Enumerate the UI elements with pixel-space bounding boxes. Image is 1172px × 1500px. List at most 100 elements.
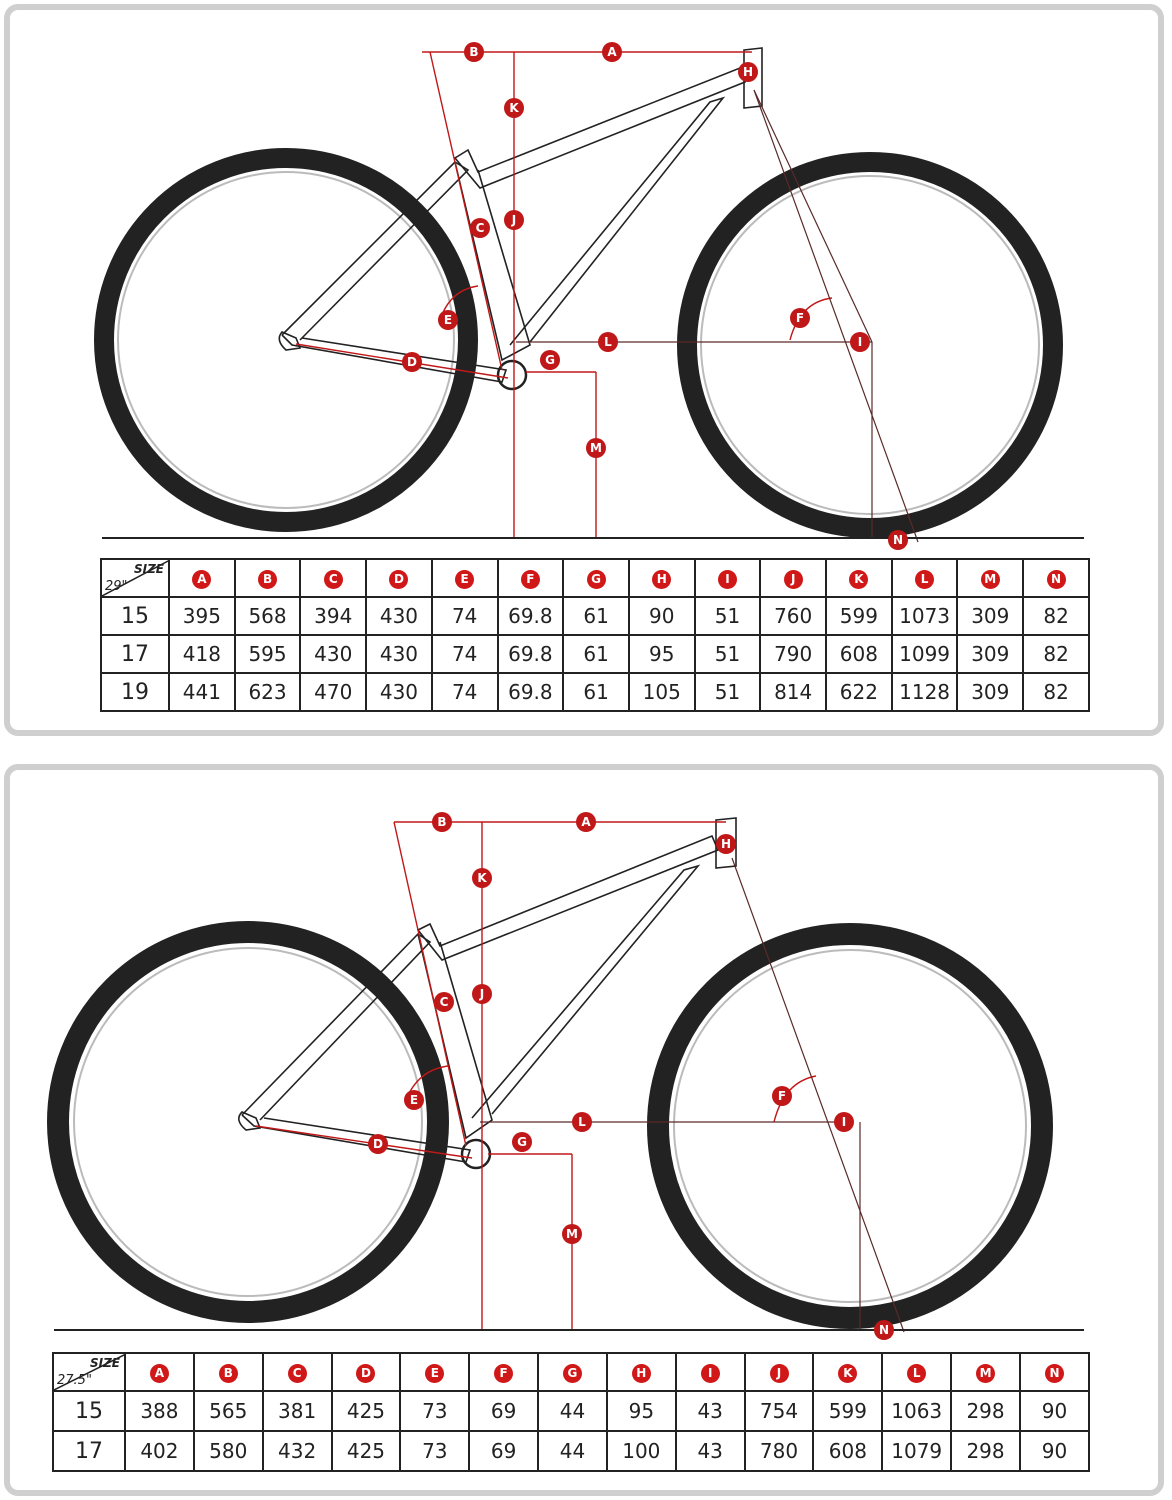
value-g: 61 <box>562 596 630 636</box>
value-l: 1063 <box>881 1390 953 1432</box>
col-header-b: B <box>192 1352 264 1392</box>
value-e: 73 <box>399 1430 471 1472</box>
value-f: 69 <box>468 1430 540 1472</box>
value-a: 418 <box>168 634 236 674</box>
marker-c: C <box>470 218 490 238</box>
value-h: 105 <box>627 672 696 712</box>
rear-wheel <box>47 921 449 1323</box>
svg-text:K: K <box>509 101 519 115</box>
diagonal-divider <box>55 1355 123 1389</box>
col-header-h: H <box>627 558 696 598</box>
svg-text:H: H <box>743 65 753 79</box>
diagonal-divider <box>103 561 167 595</box>
col-header-j: J <box>759 558 828 598</box>
col-header-d: D <box>365 558 433 598</box>
value-m: 298 <box>950 1430 1021 1472</box>
row-size-label: 17 <box>52 1430 126 1472</box>
svg-text:N: N <box>893 533 903 547</box>
col-header-a: A <box>168 558 236 598</box>
marker-g: G <box>512 1132 532 1152</box>
dark-reference-lines <box>516 89 919 543</box>
value-l: 1128 <box>890 672 959 712</box>
marker-h: H <box>716 834 736 854</box>
dimension-lines <box>255 821 817 1330</box>
bike-geometry-diagram-29: A B C D E F G H I J K L M N <box>94 42 1084 550</box>
rear-wheel-inner <box>73 947 423 1297</box>
value-b: 568 <box>233 596 302 636</box>
value-i: 43 <box>674 1390 746 1432</box>
value-g: 44 <box>537 1390 608 1432</box>
value-j: 754 <box>743 1390 815 1432</box>
value-i: 51 <box>693 672 762 712</box>
marker-a: A <box>602 42 622 62</box>
svg-text:G: G <box>545 353 555 367</box>
svg-text:M: M <box>566 1227 578 1241</box>
marker-a: A <box>576 812 596 832</box>
svg-text:L: L <box>604 335 612 349</box>
rear-wheel-inner <box>117 171 455 509</box>
value-k: 608 <box>812 1430 884 1472</box>
svg-text:A: A <box>607 45 617 59</box>
svg-text:J: J <box>511 213 516 227</box>
table-header-row: SIZE 27.5" A B C D E F G H I J K L M N <box>52 1352 1091 1392</box>
value-m: 309 <box>956 634 1025 674</box>
col-header-n: N <box>1022 558 1090 598</box>
svg-text:K: K <box>477 871 487 885</box>
marker-j: J <box>504 210 524 230</box>
row-size-label: 17 <box>100 634 170 674</box>
geometry-panel-29: A B C D E F G H I J K L M N SIZE 29" A B… <box>4 4 1164 736</box>
svg-text:G: G <box>517 1135 527 1149</box>
value-g: 61 <box>562 634 630 674</box>
rear-wheel <box>94 148 478 532</box>
svg-text:C: C <box>476 221 485 235</box>
value-f: 69 <box>468 1390 540 1432</box>
value-a: 441 <box>168 672 236 712</box>
value-e: 74 <box>430 596 499 636</box>
marker-b: B <box>464 42 484 62</box>
value-n: 82 <box>1022 596 1090 636</box>
svg-text:C: C <box>440 995 449 1009</box>
value-j: 780 <box>743 1430 815 1472</box>
svg-text:F: F <box>796 311 804 325</box>
value-b: 565 <box>192 1390 264 1432</box>
value-a: 388 <box>124 1390 195 1432</box>
svg-text:B: B <box>437 815 446 829</box>
value-e: 74 <box>430 634 499 674</box>
front-wheel-inner <box>700 175 1040 515</box>
value-d: 430 <box>365 634 433 674</box>
table-row-size-19: 19 441 623 470 430 74 69.8 61 105 51 814… <box>100 672 1090 712</box>
value-c: 430 <box>299 634 368 674</box>
value-k: 608 <box>825 634 893 674</box>
value-b: 580 <box>192 1430 264 1472</box>
col-header-l: L <box>890 558 959 598</box>
marker-c: C <box>434 992 454 1012</box>
col-header-j: J <box>743 1352 815 1392</box>
value-c: 394 <box>299 596 368 636</box>
value-i: 51 <box>693 634 762 674</box>
value-l: 1099 <box>890 634 959 674</box>
geometry-table-27-5: SIZE 27.5" A B C D E F G H I J K L M N 1… <box>52 1352 1091 1472</box>
marker-j: J <box>472 984 492 1004</box>
value-m: 309 <box>956 672 1025 712</box>
dark-reference-lines <box>480 857 905 1333</box>
value-k: 599 <box>825 596 893 636</box>
col-header-b: B <box>233 558 302 598</box>
geometry-panel-27-5: A B C D E F G H I J K L M N SIZE 27.5" A… <box>4 764 1164 1496</box>
value-h: 95 <box>627 634 696 674</box>
value-m: 298 <box>950 1390 1021 1432</box>
svg-text:D: D <box>373 1137 383 1151</box>
marker-i: I <box>850 332 870 352</box>
svg-text:E: E <box>410 1093 418 1107</box>
marker-k: K <box>472 868 492 888</box>
value-f: 69.8 <box>496 672 565 712</box>
col-header-c: C <box>261 1352 333 1392</box>
col-header-e: E <box>430 558 499 598</box>
value-c: 432 <box>261 1430 333 1472</box>
marker-b: B <box>432 812 452 832</box>
wheel-size-label: 29" <box>105 579 128 594</box>
marker-h: H <box>738 62 758 82</box>
col-header-n: N <box>1018 1352 1091 1392</box>
value-k: 599 <box>812 1390 884 1432</box>
col-header-k: K <box>825 558 893 598</box>
value-m: 309 <box>956 596 1025 636</box>
